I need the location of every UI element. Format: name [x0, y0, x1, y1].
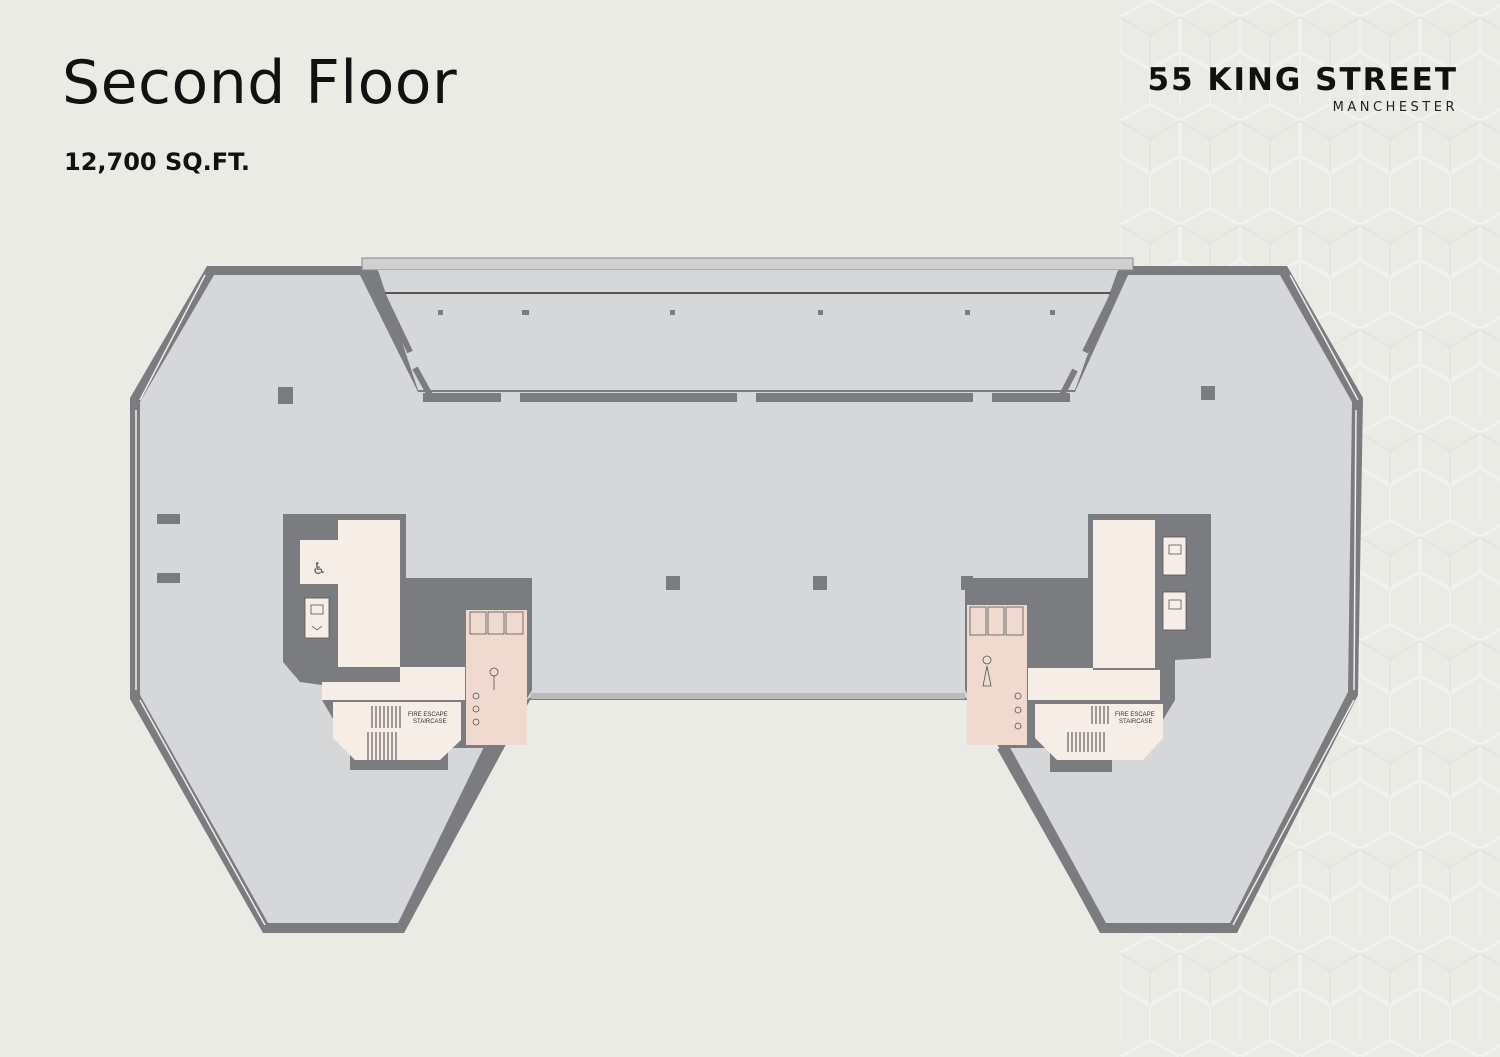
terrace-strip — [361, 257, 1134, 271]
right-lift-2 — [1163, 592, 1186, 630]
window-band — [992, 393, 1070, 402]
brand-name: 55 KING STREET — [1147, 62, 1458, 98]
right-stair-label: FIRE ESCAPE — [1115, 712, 1155, 718]
right-lift-1 — [1163, 537, 1186, 575]
right-stair-core — [1035, 704, 1163, 760]
left-lift — [305, 598, 329, 638]
window-band — [520, 393, 737, 402]
left-stair-core — [333, 702, 461, 760]
page-title: Second Floor — [62, 48, 458, 118]
left-stair-label: FIRE ESCAPE — [408, 712, 448, 718]
right-stair-label-2: STAIRCASE — [1119, 719, 1153, 725]
right-stairs — [1067, 706, 1109, 752]
window-band — [423, 393, 501, 402]
right-toilets — [967, 605, 1027, 745]
wheelchair-icon: ♿ — [312, 559, 326, 578]
brand-city: MANCHESTER — [1332, 100, 1458, 115]
window-band — [756, 393, 973, 402]
facade-glazing — [135, 274, 1359, 926]
left-accessible-wc — [300, 540, 338, 584]
brand-logo: 55 KING STREET MANCHESTER — [1147, 62, 1458, 115]
left-core-fill — [338, 520, 465, 685]
left-stairs — [367, 706, 401, 760]
right-core-fill — [1028, 520, 1155, 686]
floor-area: 12,700 SQ.FT. — [64, 148, 251, 176]
left-stair-label-2: STAIRCASE — [413, 719, 447, 725]
atrium-void — [378, 270, 1118, 390]
left-toilets — [466, 610, 527, 745]
